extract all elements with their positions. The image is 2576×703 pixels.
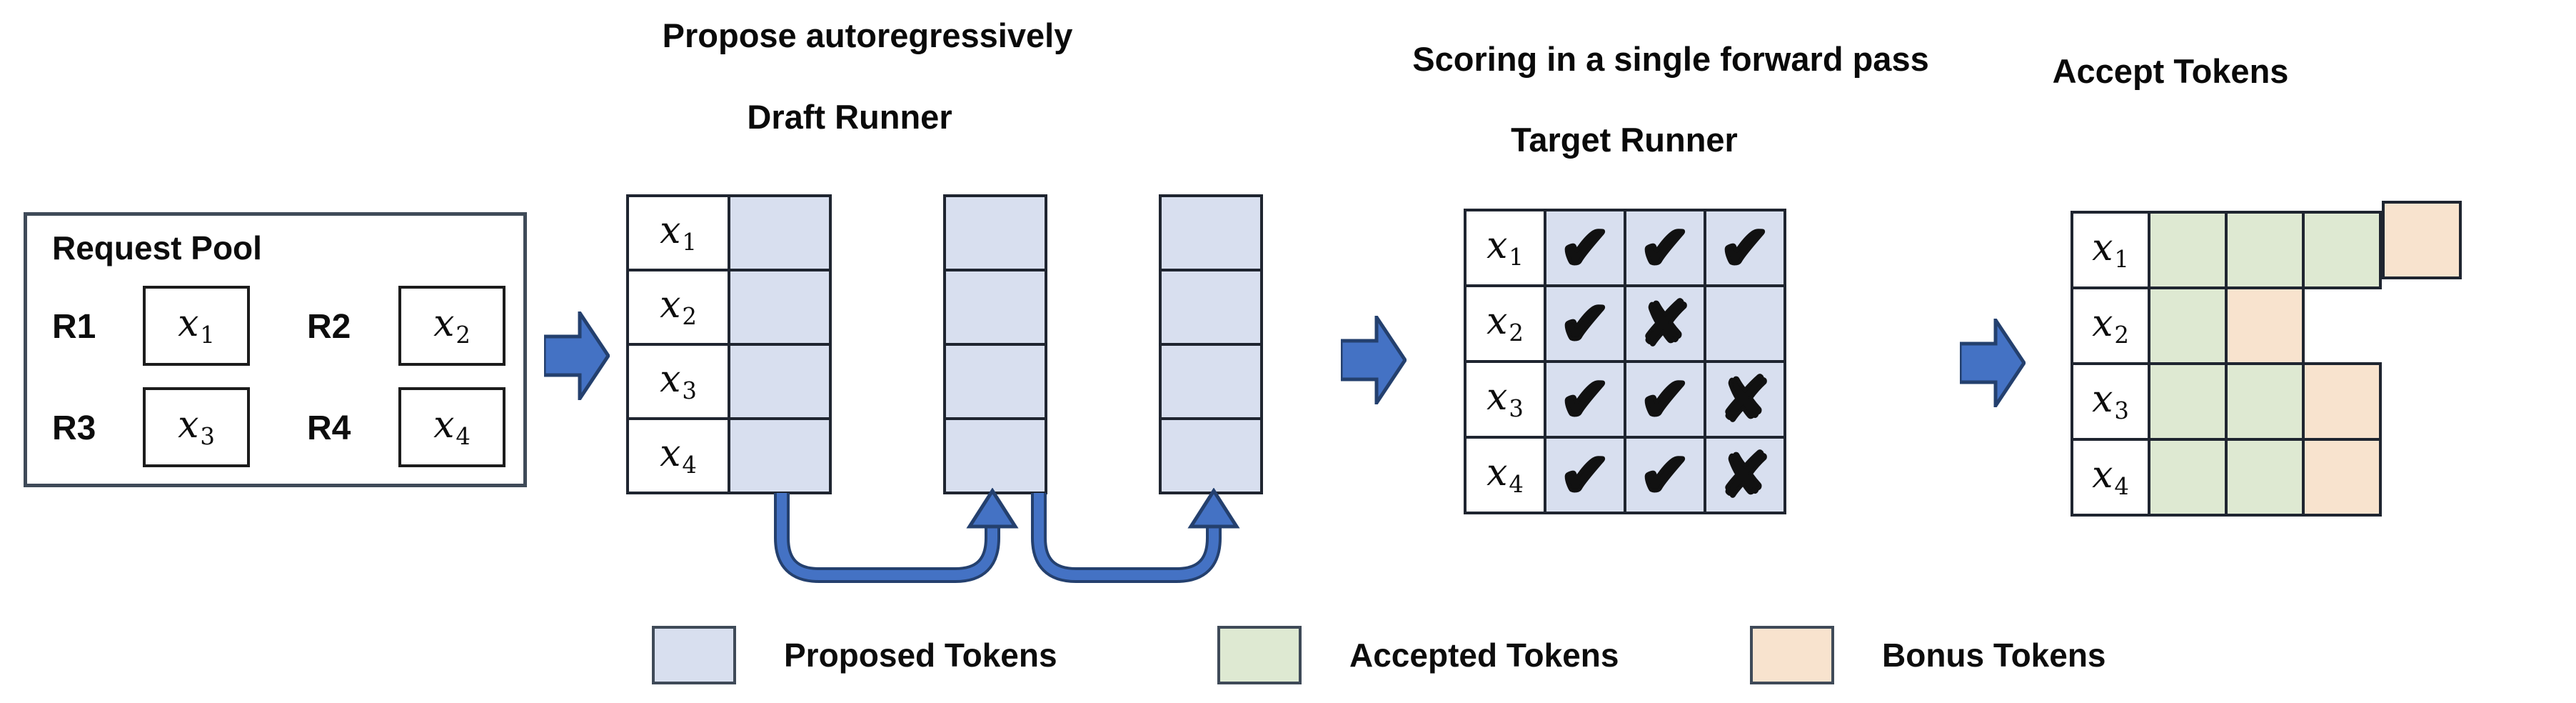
check-icon: ✔ [1546, 439, 1624, 512]
request-label-r3: R3 [52, 409, 96, 447]
request-label-r1: R1 [52, 308, 96, 346]
proposed-token-cell [1162, 346, 1260, 417]
accept-row-x1: x1 [2071, 211, 2382, 289]
proposed-token-cell [730, 346, 829, 417]
check-icon: ✔ [1546, 287, 1624, 360]
accept-row-label: x1 [2073, 214, 2148, 286]
check-icon: ✔ [1706, 211, 1783, 284]
target-subtitle: Target Runner [1511, 121, 1738, 159]
proposed-token-cell [946, 197, 1045, 269]
target-row-label: x4 [1466, 439, 1544, 512]
bonus-token-cell [2228, 289, 2302, 362]
check-icon: ✔ [1546, 363, 1624, 436]
bonus-tokens-swatch [1750, 626, 1834, 684]
request-pool-title: Request Pool [52, 229, 262, 266]
draft-row-label: x2 [629, 271, 728, 343]
check-icon: ✔ [1626, 211, 1704, 284]
proposed-token-cell [730, 420, 829, 492]
proposed-token-cell [1162, 420, 1260, 492]
proposed-token-cell [946, 271, 1045, 343]
flow-arrow-icon [544, 311, 610, 400]
accept-row-x3: x3 [2071, 362, 2382, 441]
accepted-token-cell [2150, 289, 2225, 362]
draft-title: Propose autoregressively [662, 16, 1073, 54]
accept-row-label: x2 [2073, 289, 2148, 362]
accept-row-x4: x4 [2071, 438, 2382, 517]
bonus-token-cell [2382, 201, 2462, 279]
token-x1: x1 [178, 302, 215, 349]
proposed-tokens-swatch [652, 626, 736, 684]
request-pool-box: Request Pool R1 x1 R2 x2 R3 x3 R4 x4 [24, 212, 527, 487]
request-token-box-r3: x3 [143, 387, 250, 467]
empty-score-cell [1706, 287, 1783, 360]
target-row-label: x2 [1466, 287, 1544, 360]
accept-row-label: x4 [2073, 441, 2148, 514]
bonus-token-cell [2305, 441, 2379, 514]
accept-row-label: x3 [2073, 365, 2148, 438]
cross-icon: ✘ [1706, 363, 1783, 436]
loop-arrowhead-icon [966, 488, 1019, 529]
draft-row-label: x1 [629, 197, 728, 269]
request-token-box-r2: x2 [398, 286, 505, 366]
target-scoring-grid: x1 ✔ ✔ ✔ x2 ✔ ✘ x3 ✔ ✔ ✘ x4 ✔ ✔ ✘ [1464, 209, 1786, 514]
draft-row-label: x3 [629, 346, 728, 417]
request-label-r4: R4 [307, 409, 351, 447]
accepted-token-cell [2228, 214, 2302, 286]
proposed-token-cell [946, 346, 1045, 417]
cross-icon: ✘ [1626, 287, 1704, 360]
proposed-token-cell [730, 271, 829, 343]
accepted-token-cell [2150, 365, 2225, 438]
token-x3: x3 [178, 404, 215, 450]
proposed-token-cell [946, 420, 1045, 492]
target-row-label: x1 [1466, 211, 1544, 284]
draft-grid-step3 [1159, 194, 1263, 494]
autoregressive-loop-arrows [774, 488, 1240, 583]
draft-grid-step2 [943, 194, 1047, 494]
accepted-tokens-swatch [1217, 626, 1302, 684]
proposed-token-cell [1162, 197, 1260, 269]
request-token-box-r1: x1 [143, 286, 250, 366]
proposed-token-cell [1162, 271, 1260, 343]
token-x4: x4 [433, 404, 471, 450]
proposed-token-cell [730, 197, 829, 269]
target-row-label: x3 [1466, 363, 1544, 436]
loop-arrowhead-icon [1187, 488, 1240, 529]
accepted-token-cell [2228, 365, 2302, 438]
proposed-tokens-label: Proposed Tokens [784, 637, 1057, 674]
accept-row-x2: x2 [2071, 286, 2305, 365]
check-icon: ✔ [1626, 439, 1704, 512]
flow-arrow-icon [1960, 319, 2026, 407]
accepted-token-cell [2305, 214, 2379, 286]
token-x2: x2 [433, 302, 471, 349]
bonus-token-cell [2305, 365, 2379, 438]
cross-icon: ✘ [1706, 439, 1783, 512]
accepted-token-cell [2150, 441, 2225, 514]
check-icon: ✔ [1546, 211, 1624, 284]
draft-grid-step1: x1 x2 x3 x4 [626, 194, 832, 494]
accepted-tokens-label: Accepted Tokens [1349, 637, 1619, 674]
flow-arrow-icon [1341, 316, 1407, 404]
draft-row-label: x4 [629, 420, 728, 492]
accept-title: Accept Tokens [2052, 52, 2289, 90]
accepted-token-cell [2228, 441, 2302, 514]
request-label-r2: R2 [307, 308, 351, 346]
draft-subtitle: Draft Runner [747, 98, 952, 136]
target-title: Scoring in a single forward pass [1412, 40, 1929, 78]
request-token-box-r4: x4 [398, 387, 505, 467]
accepted-token-cell [2150, 214, 2225, 286]
check-icon: ✔ [1626, 363, 1704, 436]
bonus-tokens-label: Bonus Tokens [1882, 637, 2106, 674]
